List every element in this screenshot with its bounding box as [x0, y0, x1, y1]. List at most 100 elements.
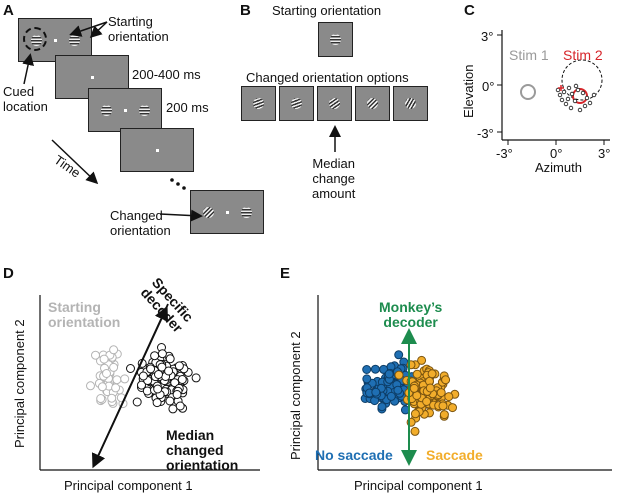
arrow-icon: [159, 209, 203, 222]
e-xlabel: Principal component 1: [354, 478, 483, 493]
panel-e-letter: E: [280, 265, 291, 282]
saccade-point: [409, 383, 419, 393]
starting-orientation-title: Starting orientation: [272, 3, 382, 18]
gabor-icon: [139, 105, 150, 116]
median-point: [154, 370, 163, 379]
saccade-point: [427, 369, 437, 379]
median-point: [164, 366, 174, 376]
median-point: [137, 380, 146, 390]
fixation-dot: [226, 211, 229, 214]
median-point: [146, 364, 156, 374]
cued-circle-icon: [23, 27, 47, 51]
trial-screen-3: [88, 88, 162, 132]
e-decoder-label: Monkey’s decoder: [379, 299, 443, 330]
interval-label-1: 200-400 ms: [132, 67, 201, 82]
starting-point: [97, 382, 107, 392]
starting-point: [96, 394, 106, 403]
panel-c-letter: C: [464, 2, 475, 19]
median-point: [170, 378, 180, 388]
no-saccade-point: [362, 365, 372, 374]
arrow-icon: [69, 21, 108, 37]
saccade-point: [436, 388, 446, 398]
fixation-dot: [124, 109, 127, 112]
gabor-icon: [101, 105, 112, 116]
option-stimulus-5: [393, 86, 428, 121]
no-saccade-point: [393, 385, 403, 395]
starting-point: [107, 393, 117, 403]
starting-point: [111, 383, 121, 393]
stim1-circle-icon: [520, 84, 536, 100]
median-point: [126, 364, 135, 373]
starting-point: [99, 354, 109, 364]
saccade-point: [412, 369, 422, 379]
no-saccade-point: [371, 387, 381, 397]
no-saccade-point: [394, 350, 404, 360]
time-arrow-icon: [51, 139, 99, 185]
median-point: [168, 404, 178, 414]
gabor-icon: [69, 35, 80, 46]
median-point: [165, 354, 175, 364]
median-point: [172, 390, 182, 399]
median-point: [165, 396, 175, 406]
panel-d-letter: D: [3, 265, 14, 282]
median-point: [138, 371, 148, 381]
gabor-icon: [330, 34, 341, 45]
median-point: [153, 384, 163, 394]
rf-circle-icon: [561, 59, 603, 101]
starting-point: [102, 369, 111, 378]
saccade-point: [410, 409, 420, 419]
starting-point: [120, 374, 130, 384]
arrow-icon: [89, 21, 108, 39]
saccade-point: [444, 392, 454, 402]
median-point: [132, 397, 142, 407]
median-point: [152, 398, 162, 408]
arrow-icon: [22, 53, 34, 85]
option-stimulus-4: [355, 86, 390, 121]
no-saccade-point: [362, 374, 372, 384]
no-saccade-point: [384, 369, 394, 379]
stim1-label: Stim 1: [509, 47, 549, 63]
starting-point: [91, 350, 100, 360]
interval-label-2: 200 ms: [166, 100, 209, 115]
d-median-label: Median changed orientation: [166, 427, 239, 473]
c-xlabel: Azimuth: [535, 160, 582, 175]
trial-screen-4: [120, 128, 194, 172]
starting-orientation-label: Starting orientation: [108, 14, 169, 44]
fixation-dot: [156, 149, 159, 152]
option-stimulus-1: [241, 86, 276, 121]
median-change-label: Median change amount: [312, 156, 356, 201]
c-xtick-left: -3°: [496, 146, 513, 161]
median-point: [191, 373, 201, 383]
e-saccade-label: Saccade: [426, 447, 483, 463]
stim2-label: Stim 2: [563, 47, 603, 63]
starting-point: [109, 362, 119, 372]
panel-a-letter: A: [3, 2, 14, 19]
decoder-arrow-icon: [93, 305, 169, 466]
e-ylabel: Principal component 2: [288, 331, 303, 460]
starting-stimulus: [318, 22, 353, 57]
no-saccade-point: [370, 364, 380, 374]
cued-location-label: Cued location: [3, 84, 48, 114]
median-point: [174, 361, 184, 371]
median-point: [157, 349, 167, 359]
starting-point: [86, 381, 95, 391]
option-stimulus-2: [279, 86, 314, 121]
saccade-point: [422, 397, 432, 406]
saccade-point: [425, 383, 435, 393]
saccade-point: [417, 355, 427, 365]
fixation-dot: [54, 39, 57, 42]
d-starting-label: Starting orientation: [48, 299, 121, 330]
saccade-point: [438, 401, 448, 411]
c-ytick-top: 3°: [481, 29, 494, 44]
saccade-point: [439, 410, 449, 420]
fixation-dot: [91, 76, 94, 79]
no-saccade-point: [386, 391, 396, 401]
saccade-point: [448, 403, 457, 413]
saccade-point: [410, 426, 420, 436]
saccade-point: [441, 375, 451, 385]
